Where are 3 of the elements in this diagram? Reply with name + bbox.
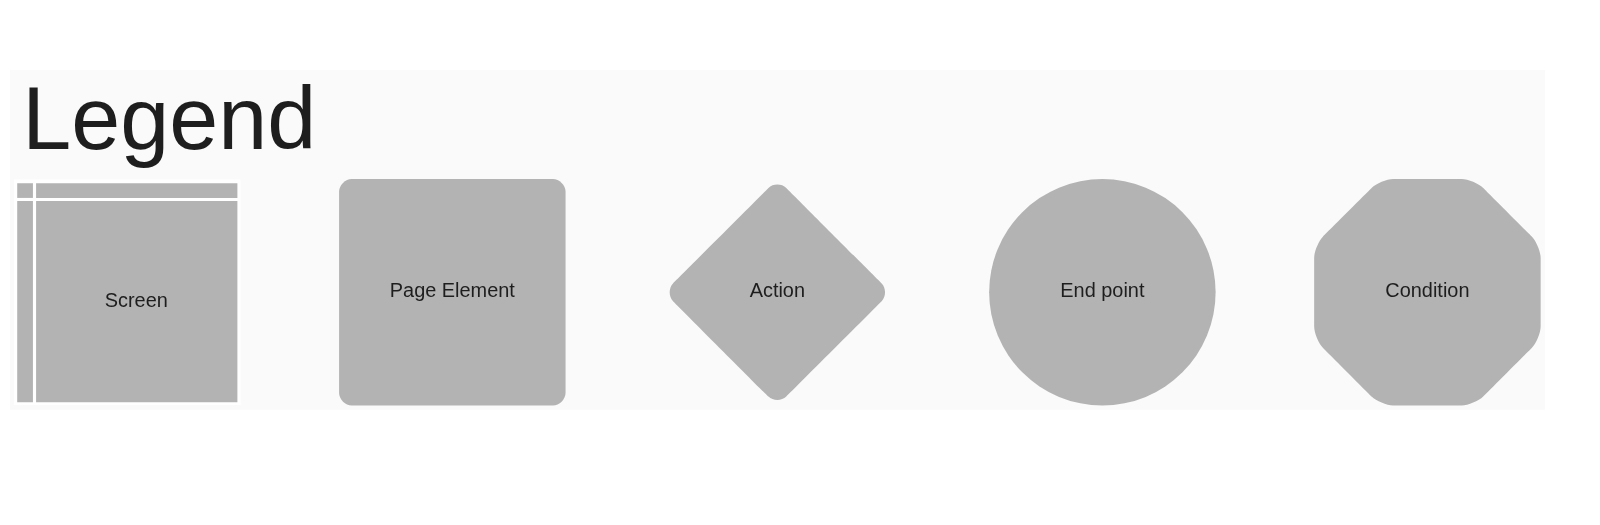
- node-box: Page Element: [339, 179, 566, 406]
- node-circle: End point: [989, 179, 1216, 406]
- diagram-title: Legend: [22, 68, 317, 168]
